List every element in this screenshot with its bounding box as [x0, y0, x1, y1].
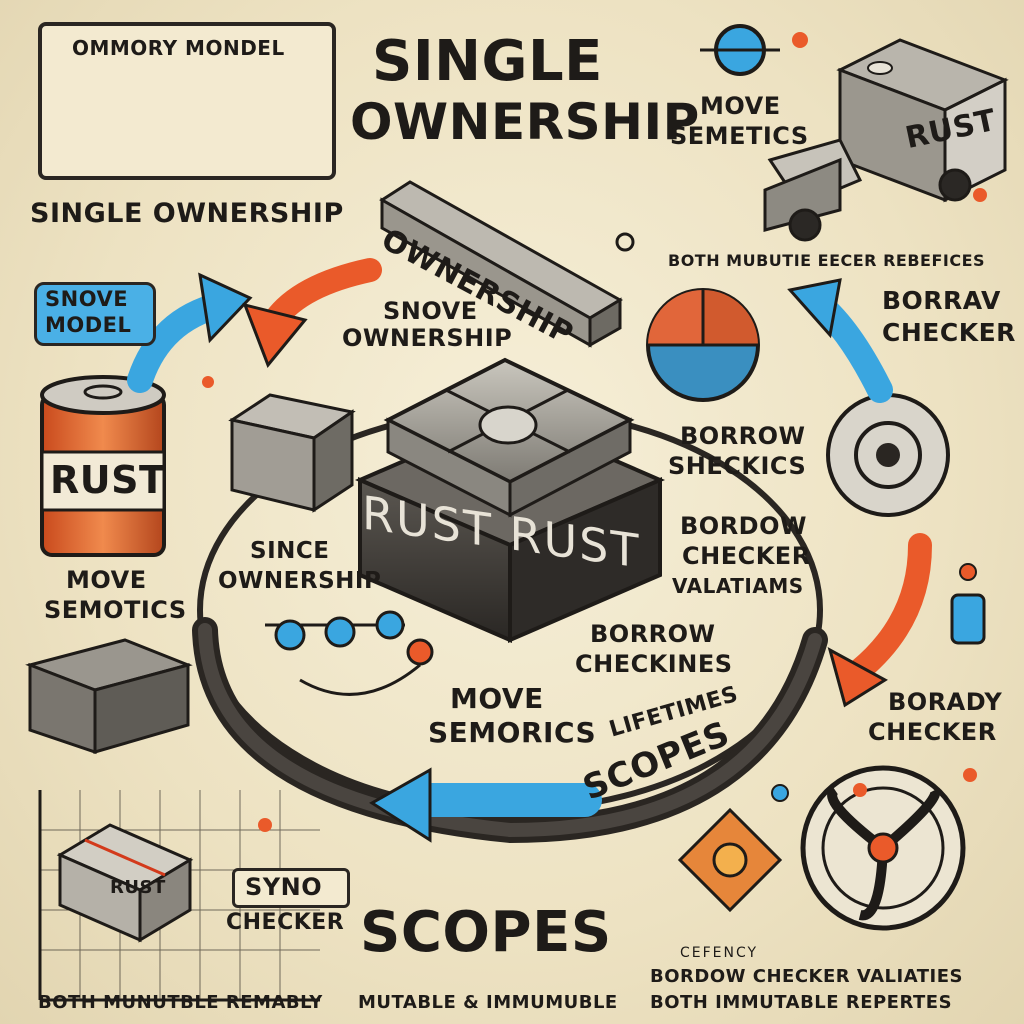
title-line-2: OWNERSHIP	[350, 93, 700, 151]
left-heading: SINGLE OWNERSHIP	[30, 198, 344, 229]
bordow-2: CHECKER	[682, 542, 811, 570]
borrow-shecking-2: SHECKICS	[668, 452, 807, 480]
scopes-arrow	[369, 767, 602, 843]
snove-badge: SNOVE MODEL	[34, 282, 156, 346]
footer-right-2: BOTH IMMUTABLE REPERTES	[650, 992, 953, 1013]
snove-badge-line-2: MODEL	[45, 313, 132, 337]
orange-diamond	[677, 807, 783, 913]
bordow-3: VALATIAMS	[672, 574, 804, 598]
borrav-checker-2: CHECKER	[882, 318, 1016, 347]
snove-ownership-1: SNOVE	[383, 297, 478, 325]
small-box-label: RUST	[110, 877, 166, 898]
borrav-checker-1: BORRAV	[882, 286, 1001, 315]
title-line-1: SINGLE	[372, 29, 603, 94]
cefency-label: CEFENCY	[680, 945, 759, 961]
memory-model-box: OMMORY MONDEL	[38, 22, 336, 180]
footer-mid: MUTABLE & IMMUMUBLE	[358, 992, 618, 1013]
central-rust-block	[354, 357, 666, 644]
since-ownership-2: OWNERSHIP	[218, 568, 382, 594]
snove-badge-line-1: SNOVE	[45, 287, 129, 311]
borady-checker-1: BORADY	[888, 688, 1003, 716]
gray-box-left	[25, 638, 193, 755]
fan-disc	[800, 765, 966, 931]
scopes-big-label: SCOPES	[360, 900, 612, 965]
orange-arrow-right	[827, 533, 932, 708]
move-semorics-2: SEMORICS	[428, 716, 597, 749]
borrow-checkines-2: CHECKINES	[575, 650, 733, 678]
syno-box: SYNO	[232, 868, 350, 908]
bordow-1: BORDOW	[680, 512, 807, 540]
syno-label: SYNO	[245, 873, 323, 901]
move-semetics-top-1: MOVE	[700, 92, 781, 120]
footer-left: BOTH MUNUTBLE REMABLY	[38, 992, 323, 1013]
lock-icon	[950, 563, 986, 645]
memory-model-label: OMMORY MONDEL	[72, 36, 285, 60]
both-mutable-top: BOTH MUBUTIE EECER REBEFICES	[668, 251, 986, 270]
decorative-dots	[202, 188, 987, 832]
knot-ball	[826, 393, 950, 517]
blue-arrow-right	[787, 278, 893, 403]
since-ownership-1: SINCE	[250, 538, 330, 564]
move-semotics-left-2: SEMOTICS	[44, 596, 187, 624]
rust-can	[40, 375, 166, 557]
ownership-bar	[379, 180, 623, 348]
footer-right-1: BORDOW CHECKER VALIATIES	[650, 966, 963, 987]
orange-arrow-top	[242, 258, 382, 368]
molecule-chain	[265, 610, 434, 696]
borady-checker-2: CHECKER	[868, 718, 997, 746]
rust-truck	[763, 38, 1009, 242]
move-semetics-top-2: SEMETICS	[670, 122, 809, 150]
snove-ownership-2: OWNERSHIP	[342, 324, 513, 352]
move-semorics-1: MOVE	[450, 682, 544, 715]
can-label: RUST	[50, 458, 166, 502]
move-semotics-left-1: MOVE	[66, 566, 147, 594]
borrow-shecking-1: BORROW	[680, 422, 806, 450]
globe-icon	[700, 24, 808, 76]
small-cube	[228, 393, 356, 513]
pie-ball	[646, 288, 760, 402]
borrow-checkines-1: BORROW	[590, 620, 716, 648]
syno-checker-label: CHECKER	[226, 910, 345, 935]
blue-arrow-top-left	[127, 272, 253, 393]
